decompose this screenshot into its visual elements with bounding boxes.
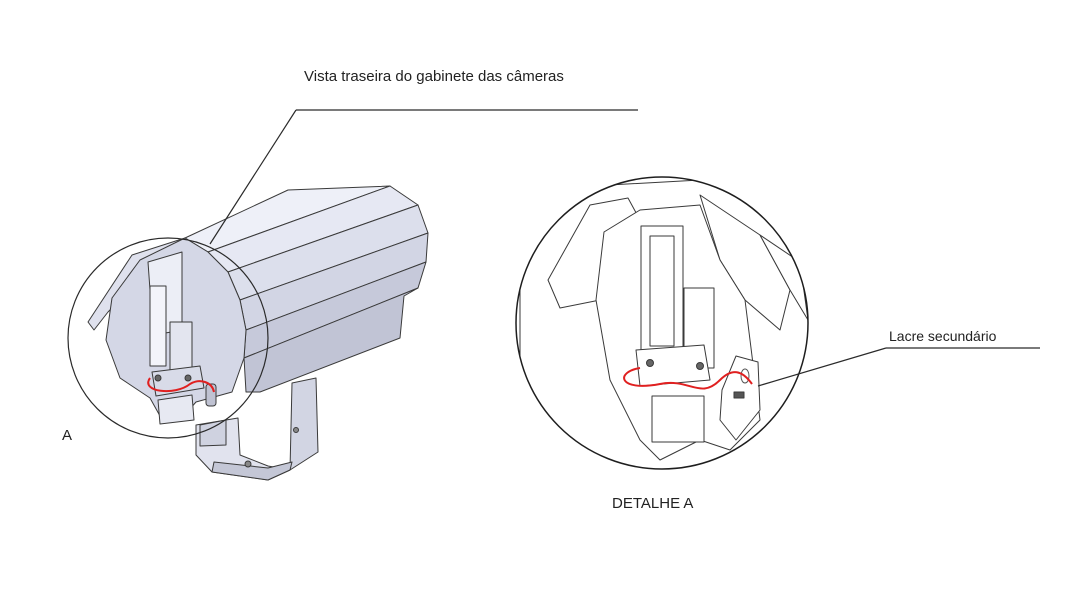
detail-screw xyxy=(646,359,654,367)
latch-hasp xyxy=(149,285,167,367)
seal-wire xyxy=(147,377,215,393)
detail-seal-wire xyxy=(623,367,753,390)
detail-circle-a xyxy=(67,237,269,439)
camera-housing xyxy=(67,185,429,481)
detail-circle xyxy=(515,176,809,470)
latch-screw xyxy=(184,374,192,382)
main-view-title: Vista traseira do gabinete das câmeras xyxy=(304,68,564,85)
bracket-screw xyxy=(244,460,252,468)
detail-marker-label: A xyxy=(62,427,73,444)
detail-a-view xyxy=(515,176,809,470)
housing-body xyxy=(87,185,429,425)
bracket-screw xyxy=(293,427,299,433)
title-leader-line xyxy=(209,109,638,245)
seal-label: Lacre secundário xyxy=(889,328,997,344)
latch-screw xyxy=(154,374,162,382)
detail-screw xyxy=(696,362,704,370)
detail-title: DETALHE A xyxy=(612,495,694,512)
mounting-bracket xyxy=(195,377,319,481)
seal-leader-line xyxy=(757,347,1040,387)
